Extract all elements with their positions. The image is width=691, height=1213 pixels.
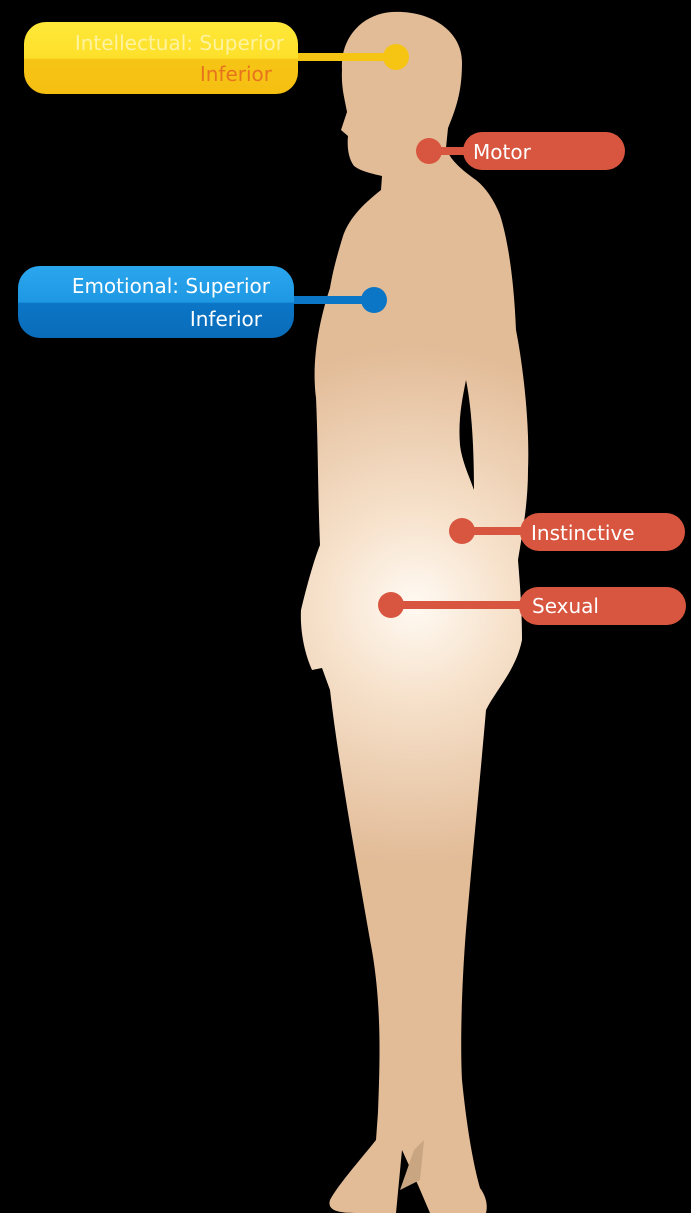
motor-center-dot — [416, 138, 442, 164]
intellectual-superior-text: Intellectual: Superior — [75, 31, 285, 55]
sexual-center-dot — [378, 592, 404, 618]
intellectual-inferior-text: Inferior — [200, 62, 273, 86]
intellectual-center-dot — [383, 44, 409, 70]
instinctive-text: Instinctive — [531, 521, 635, 545]
instinctive-center-dot — [449, 518, 475, 544]
emotional-superior-text: Emotional: Superior — [72, 274, 271, 298]
emotional-center-dot — [361, 287, 387, 313]
emotional-inferior-text: Inferior — [190, 307, 263, 331]
sexual-text: Sexual — [532, 594, 599, 618]
motor-text: Motor — [473, 140, 532, 164]
